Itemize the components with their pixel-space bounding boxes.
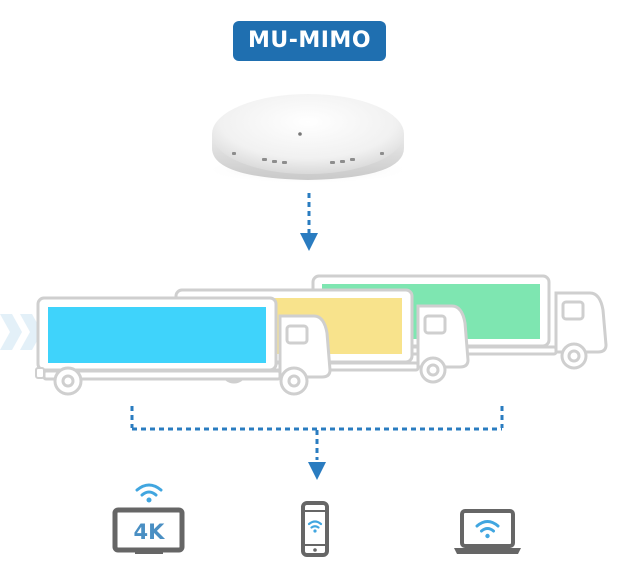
mu-mimo-title-badge: MU-MIMO xyxy=(233,21,386,61)
laptop-icon xyxy=(454,509,521,554)
tv-icon: 4K xyxy=(112,483,185,554)
access-point-device xyxy=(203,94,413,184)
downlink-arrow-top xyxy=(300,193,318,251)
motion-chevrons-icon xyxy=(0,314,42,350)
tv-4k-label: 4K xyxy=(134,520,166,544)
truck-blue xyxy=(35,296,332,396)
distribution-bracket xyxy=(130,406,504,460)
smartphone-icon xyxy=(301,501,329,557)
downlink-arrow-bottom xyxy=(308,462,326,480)
